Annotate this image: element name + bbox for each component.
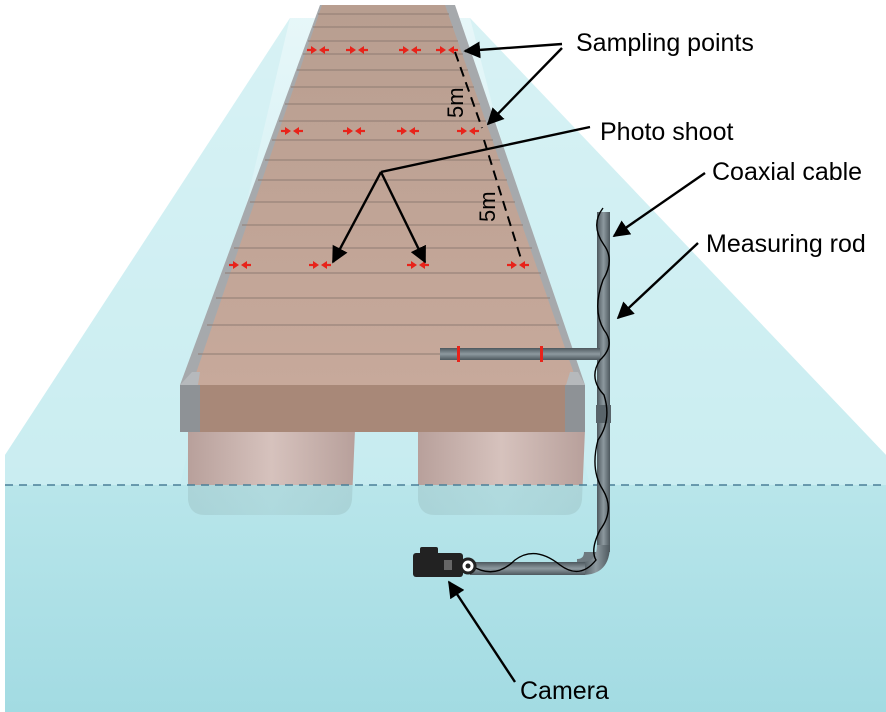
- distance-label-upper: 5m: [443, 87, 468, 118]
- coaxial-cable: [471, 207, 610, 573]
- label-photo-shoot: Photo shoot: [600, 118, 733, 146]
- deck-front-face: [198, 385, 566, 432]
- label-measuring-rod: Measuring rod: [706, 230, 866, 258]
- arrow-photo-shoot-bar: [380, 125, 591, 174]
- water-side-left: [5, 18, 290, 485]
- distance-label-lower: 5m: [475, 191, 500, 222]
- rod-joint: [596, 405, 611, 423]
- deck-front-top-right: [566, 372, 585, 385]
- label-sampling-points: Sampling points: [576, 29, 754, 57]
- arrow-measuring-rod: [616, 242, 699, 320]
- water-body: [5, 485, 886, 712]
- deck-front-top-left: [180, 372, 200, 385]
- arrow-sampling-mid: [486, 47, 563, 126]
- arrow-sampling-top: [463, 41, 563, 59]
- distance-line-lower: [483, 139, 523, 263]
- arrow-photo-left: [331, 171, 383, 264]
- measuring-rod-horizontal-lower: [470, 562, 585, 575]
- deck-front-cap-right: [565, 385, 585, 432]
- label-coaxial-cable: Coaxial cable: [712, 158, 862, 186]
- arrow-photo-right: [379, 171, 427, 264]
- arrow-coaxial: [612, 172, 706, 237]
- measuring-rod-vertical: [597, 212, 610, 552]
- label-camera: Camera: [520, 677, 609, 705]
- deck-front-cap-left: [180, 385, 200, 432]
- distance-line-upper: [454, 51, 483, 129]
- sampling-markers: [229, 46, 529, 269]
- arrow-camera: [447, 580, 517, 683]
- annotation-arrows: [331, 41, 706, 683]
- deck-surface: [192, 5, 578, 385]
- camera: [413, 547, 477, 577]
- deck-planks: [198, 13, 569, 355]
- crossbar-marker-1: [457, 346, 460, 362]
- measuring-rod-crossbar: [440, 348, 600, 360]
- crossbar-marker-2: [540, 346, 543, 362]
